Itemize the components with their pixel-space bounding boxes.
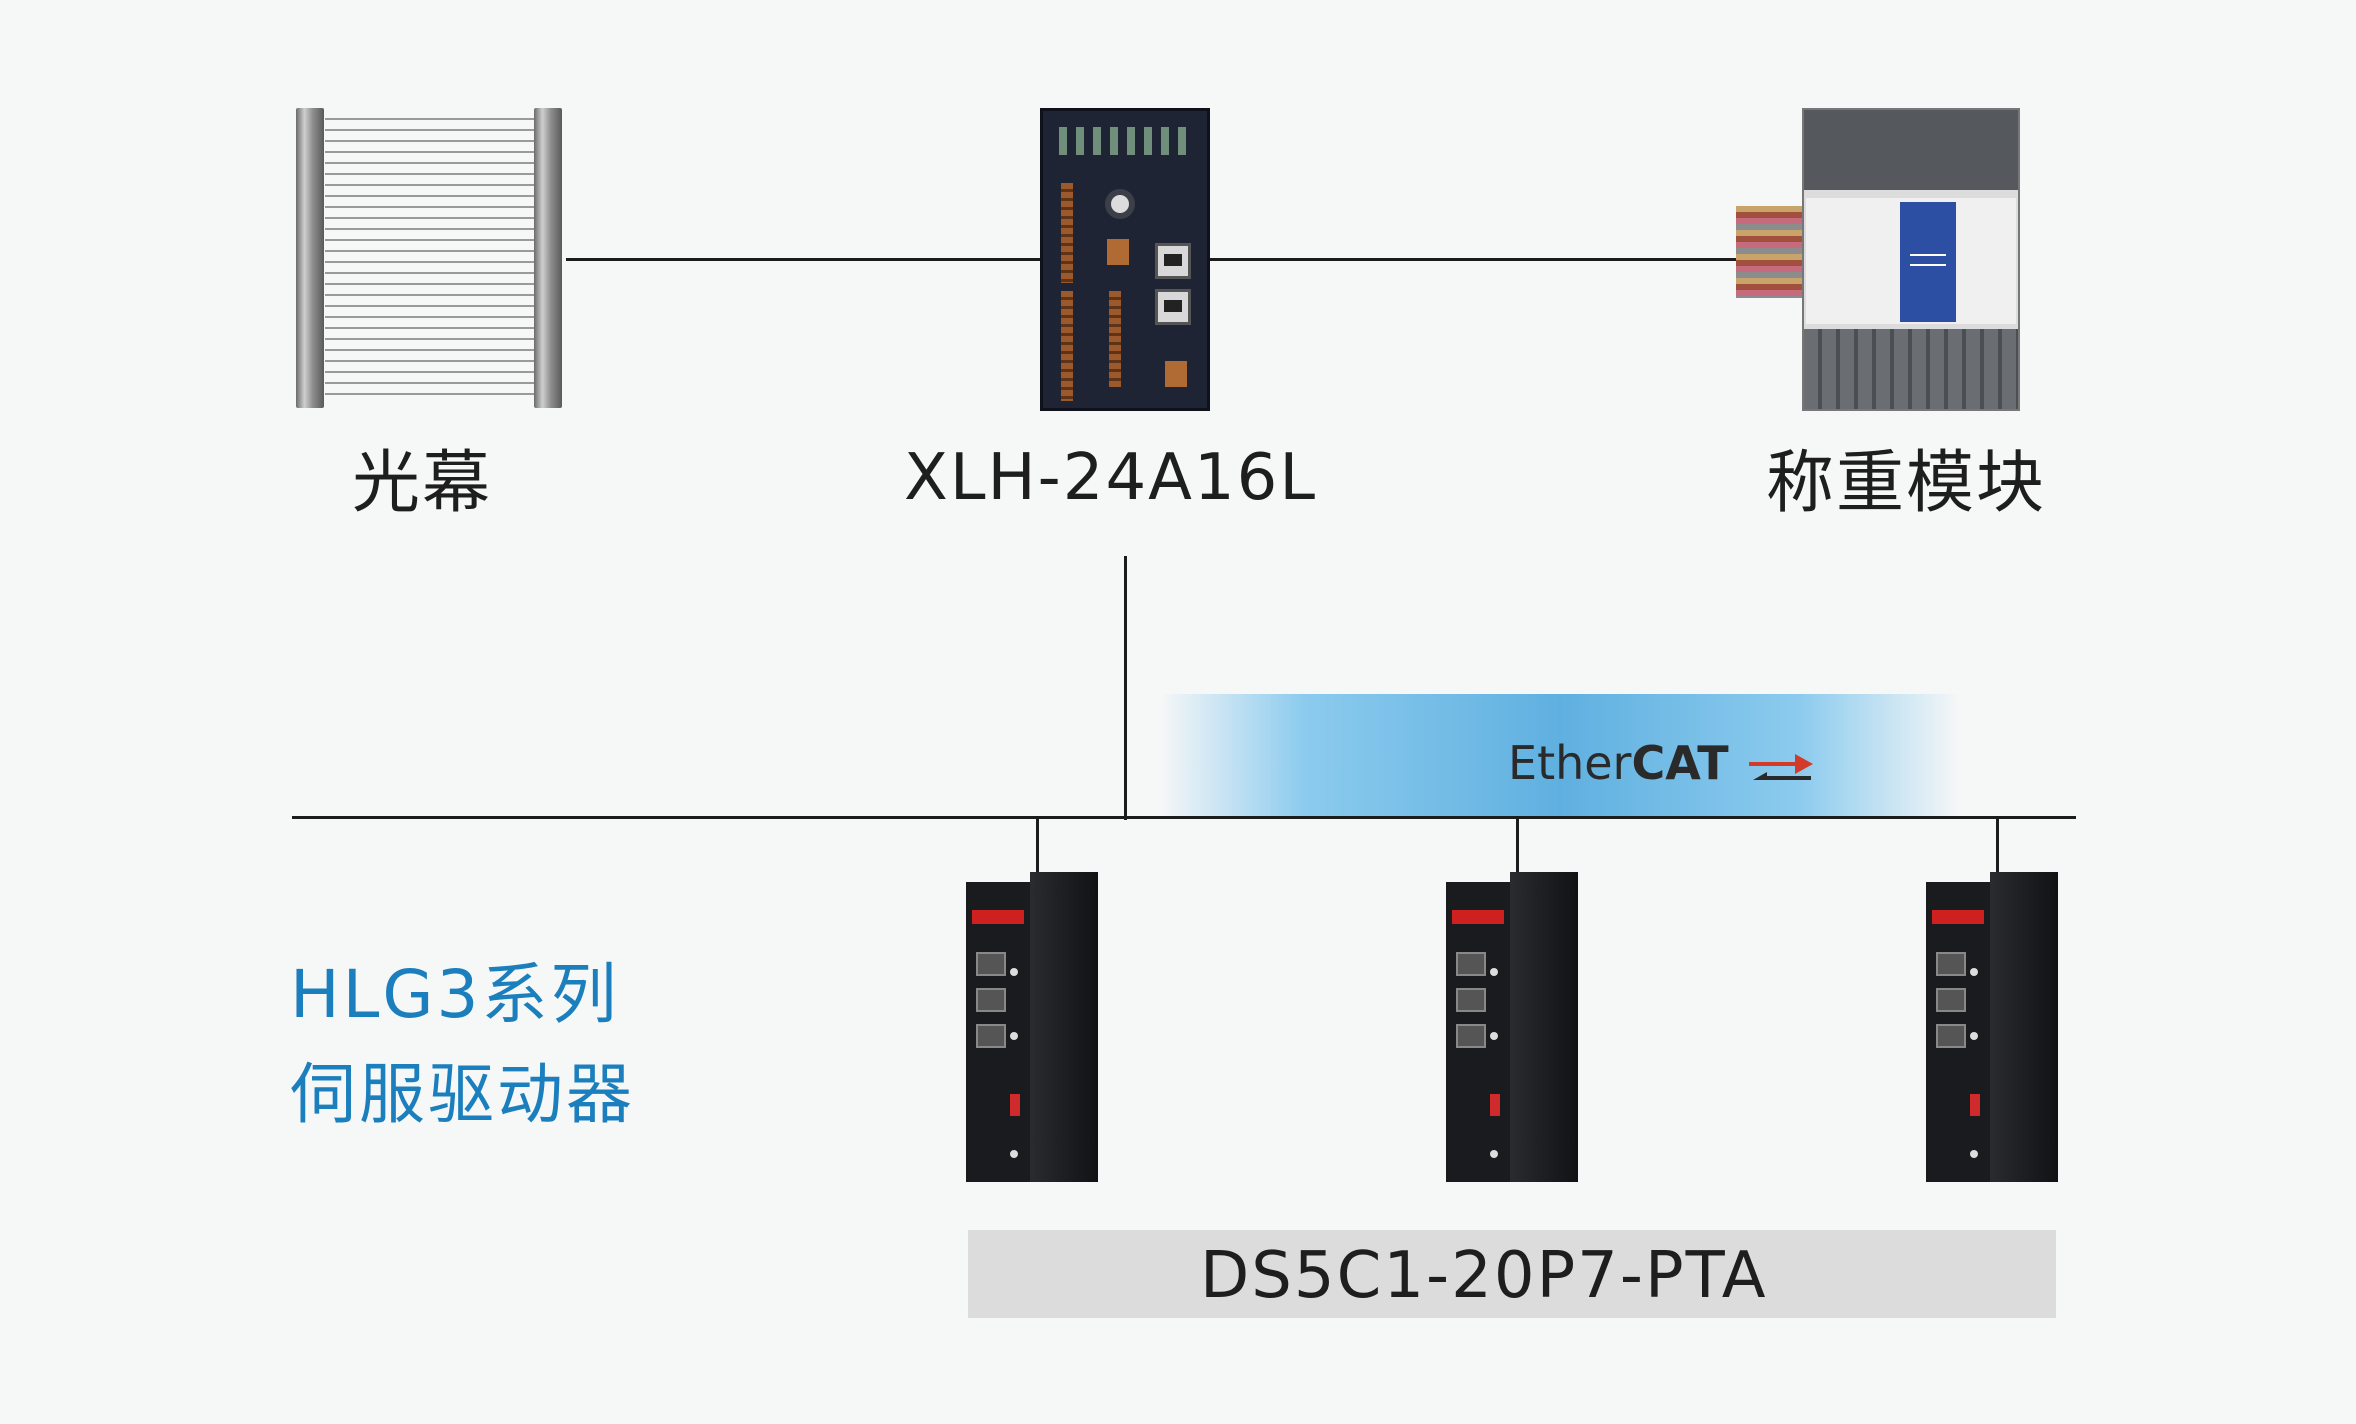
link-controller-bus bbox=[1124, 556, 1127, 820]
drop-servo-2 bbox=[1516, 818, 1519, 876]
servo-drive-icon bbox=[1446, 872, 1578, 1186]
servo-series-line1: HLG3系列 bbox=[290, 956, 620, 1033]
servo-series-line2: 伺服驱动器 bbox=[290, 1056, 635, 1133]
weighing-cable-icon bbox=[1736, 206, 1804, 298]
link-controller-weighing bbox=[1210, 258, 1738, 261]
controller-label: XLH-24A16L bbox=[904, 441, 1318, 515]
ethercat-bus-line bbox=[292, 816, 2076, 819]
servo-model-label: DS5C1-20P7-PTA bbox=[1200, 1239, 1768, 1313]
servo-drive-icon bbox=[1926, 872, 2058, 1186]
ethercat-logo: EtherCAT bbox=[1508, 736, 1817, 790]
ethercat-arrow-icon bbox=[1748, 753, 1813, 780]
weighing-module-label: 称重模块 bbox=[1766, 444, 2047, 523]
ethercat-logo-cat: CAT bbox=[1631, 736, 1729, 790]
servo-drive-icon bbox=[966, 872, 1098, 1186]
servo-model-box bbox=[968, 1230, 2056, 1318]
link-curtain-controller bbox=[566, 258, 1042, 261]
ethercat-logo-ether: Ether bbox=[1508, 736, 1632, 790]
drop-servo-1 bbox=[1036, 818, 1039, 876]
ethercat-band bbox=[1160, 694, 1960, 816]
light-curtain-label: 光幕 bbox=[352, 444, 493, 523]
drop-servo-3 bbox=[1996, 818, 1999, 876]
weighing-module-icon bbox=[1802, 108, 2020, 411]
plc-controller-icon bbox=[1040, 108, 1210, 411]
